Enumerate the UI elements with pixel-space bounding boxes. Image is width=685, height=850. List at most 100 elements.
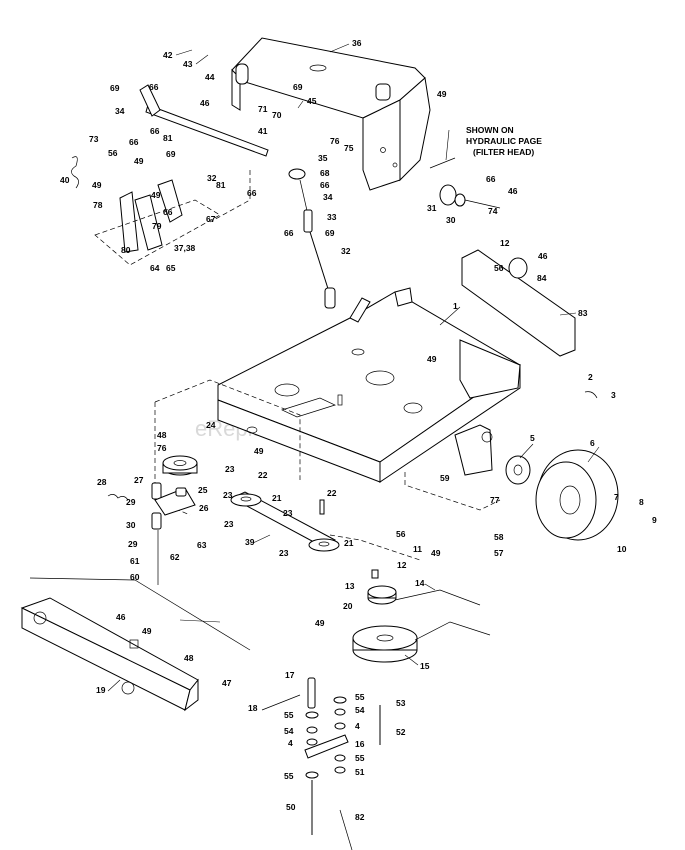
callout-29-a: 29 [126, 497, 136, 507]
callout-51: 51 [355, 767, 365, 777]
callout-32-b: 32 [341, 246, 351, 256]
drive-belt-assembly [230, 491, 340, 552]
callout-40: 40 [60, 175, 70, 185]
callout-76-b: 76 [157, 443, 167, 453]
callout-66-f: 66 [320, 180, 330, 190]
callout-3: 3 [611, 390, 616, 400]
callout-84: 84 [537, 273, 547, 283]
note-line-3: (FILTER HEAD) [473, 147, 534, 157]
callout-56-b: 56 [494, 263, 504, 273]
callout-67: 67 [206, 214, 216, 224]
callout-48-a: 48 [157, 430, 167, 440]
callout-46-b: 46 [508, 186, 518, 196]
callout-70: 70 [272, 110, 282, 120]
upper-mount-bracket [231, 37, 431, 191]
callout-33: 33 [327, 212, 337, 222]
callout-69-d: 69 [325, 228, 335, 238]
callout-61: 61 [130, 556, 140, 566]
callout-45: 45 [307, 96, 317, 106]
callout-48-b: 48 [184, 653, 194, 663]
callout-22-a: 22 [258, 470, 268, 480]
callout-49-i: 49 [142, 626, 152, 636]
callout-66-b: 66 [150, 126, 160, 136]
callout-66-a: 66 [149, 82, 159, 92]
callout-57: 57 [494, 548, 504, 558]
callout-49-g: 49 [431, 548, 441, 558]
callout-10: 10 [617, 544, 627, 554]
callout-66-h: 66 [486, 174, 496, 184]
callout-69-a: 69 [293, 82, 303, 92]
callout-18: 18 [248, 703, 258, 713]
callout-23-a: 23 [225, 464, 235, 474]
callout-66-c: 66 [129, 137, 139, 147]
callout-35: 35 [318, 153, 328, 163]
callout-78: 78 [93, 200, 103, 210]
callout-28: 28 [97, 477, 107, 487]
callout-6: 6 [590, 438, 595, 448]
lower-bolt-stack [261, 677, 381, 850]
callout-56-c: 56 [396, 529, 406, 539]
callout-31: 31 [427, 203, 437, 213]
callout-2: 2 [588, 372, 593, 382]
main-chassis [217, 287, 521, 483]
callout-47: 47 [222, 678, 232, 688]
callout-11: 11 [413, 544, 422, 554]
callout-83: 83 [578, 308, 588, 318]
callout-46-a: 46 [200, 98, 210, 108]
callout-49-e: 49 [427, 354, 437, 364]
callout-49-c: 49 [92, 180, 102, 190]
callout-23-e: 23 [279, 548, 289, 558]
callout-80: 80 [121, 245, 131, 255]
wheel-assembly [505, 391, 619, 541]
note-line-2: HYDRAULIC PAGE [466, 136, 542, 146]
callout-55-d: 55 [284, 771, 294, 781]
callout-23-b: 23 [223, 490, 233, 500]
callout-54-a: 54 [355, 705, 365, 715]
callout-49-h: 49 [315, 618, 325, 628]
callout-77: 77 [490, 495, 500, 505]
callout-53: 53 [396, 698, 406, 708]
callout-44: 44 [205, 72, 215, 82]
callout-52: 52 [396, 727, 406, 737]
callout-42: 42 [163, 50, 173, 60]
callout-59: 59 [440, 473, 450, 483]
callout-20: 20 [343, 601, 353, 611]
callout-62: 62 [170, 552, 180, 562]
callout-55-c: 55 [355, 753, 365, 763]
callout-17: 17 [285, 670, 295, 680]
callout-19: 19 [96, 685, 106, 695]
callout-16: 16 [355, 739, 365, 749]
guard-plate [461, 249, 576, 357]
callout-49-d: 49 [151, 190, 161, 200]
callout-79: 79 [152, 221, 162, 231]
callout-13: 13 [345, 581, 355, 591]
callout-55-b: 55 [284, 710, 294, 720]
callout-49-b: 49 [134, 156, 144, 166]
callout-22-b: 22 [327, 488, 337, 498]
callout-82: 82 [355, 812, 365, 822]
control-linkage [71, 84, 269, 266]
callout-37-38: 37,38 [174, 243, 196, 253]
callout-81-a: 81 [163, 133, 173, 143]
callout-71: 71 [258, 104, 268, 114]
callout-56-a: 56 [108, 148, 118, 158]
callout-43: 43 [183, 59, 193, 69]
callout-60: 60 [130, 572, 140, 582]
callout-50: 50 [286, 802, 296, 812]
callout-58: 58 [494, 532, 504, 542]
callout-75: 75 [344, 143, 354, 153]
callout-15: 15 [420, 661, 430, 671]
callout-4-b: 4 [288, 738, 293, 748]
control-rod [288, 168, 336, 309]
callout-30-a: 30 [446, 215, 456, 225]
lower-cross-bar [20, 577, 251, 712]
callout-25: 25 [198, 485, 208, 495]
callout-66-g: 66 [284, 228, 294, 238]
callout-30-b: 30 [126, 520, 136, 530]
callout-4-a: 4 [355, 721, 360, 731]
callout-46-d: 46 [116, 612, 126, 622]
callout-21-a: 21 [272, 493, 282, 503]
callout-66-d: 66 [163, 207, 173, 217]
callout-27: 27 [134, 475, 144, 485]
